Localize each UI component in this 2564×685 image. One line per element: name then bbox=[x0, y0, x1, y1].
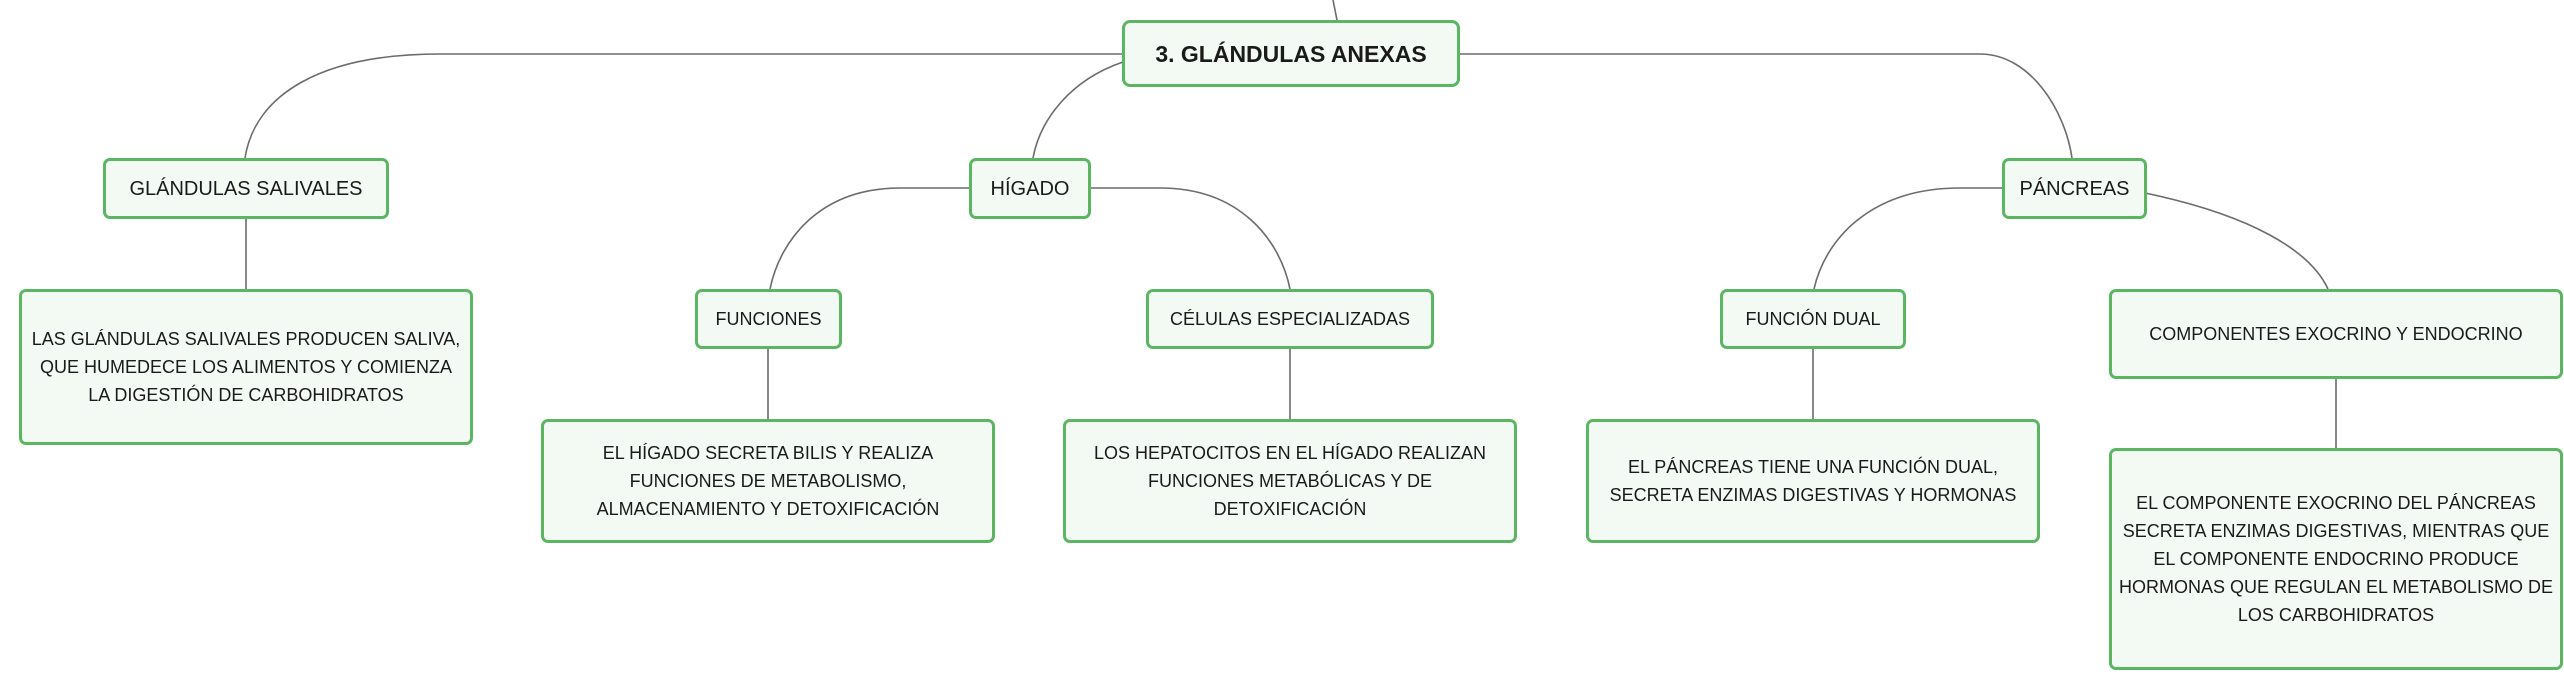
node-celulas-especializadas-label: CÉLULAS ESPECIALIZADAS bbox=[1169, 309, 1411, 329]
node-salivales-detail-text: LAS GLÁNDULAS SALIVALES PRODUCEN SALIVA,… bbox=[31, 329, 461, 405]
node-celulas-especializadas[interactable]: CÉLULAS ESPECIALIZADAS bbox=[1146, 289, 1434, 349]
connector-pancreas-to-dual bbox=[1813, 187, 2003, 290]
root-label: 3. GLÁNDULAS ANEXAS bbox=[1155, 40, 1427, 67]
connector-higado-to-funciones bbox=[769, 187, 970, 290]
node-pancreas[interactable]: PÁNCREAS bbox=[2002, 158, 2147, 219]
connector-higado-to-celulas bbox=[1090, 187, 1291, 290]
node-funcion-dual[interactable]: FUNCIÓN DUAL bbox=[1720, 289, 1906, 349]
connector-root-to-higado bbox=[1032, 61, 1124, 159]
node-funciones-detail-text: EL HÍGADO SECRETA BILIS Y REALIZA FUNCIO… bbox=[596, 443, 940, 519]
node-glandulas-salivales-label: GLÁNDULAS SALIVALES bbox=[129, 177, 363, 200]
node-celulas-detail[interactable]: LOS HEPATOCITOS EN EL HÍGADO REALIZAN FU… bbox=[1063, 419, 1517, 543]
node-glandulas-salivales[interactable]: GLÁNDULAS SALIVALES bbox=[103, 158, 389, 219]
root-node[interactable]: 3. GLÁNDULAS ANEXAS bbox=[1122, 20, 1460, 87]
node-pancreas-label: PÁNCREAS bbox=[2019, 177, 2130, 200]
connector-root-to-salivales bbox=[244, 53, 1123, 159]
node-higado-label: HÍGADO bbox=[990, 177, 1070, 200]
node-componentes-exocrino-endocrino-label: COMPONENTES EXOCRINO Y ENDOCRINO bbox=[2149, 324, 2523, 344]
connector-pancreas-to-componentes bbox=[2144, 192, 2329, 290]
node-componentes-detail[interactable]: EL COMPONENTE EXOCRINO DEL PÁNCREAS SECR… bbox=[2109, 448, 2563, 670]
node-dual-detail[interactable]: EL PÁNCREAS TIENE UNA FUNCIÓN DUAL, SECR… bbox=[1586, 419, 2040, 543]
node-componentes-exocrino-endocrino[interactable]: COMPONENTES EXOCRINO Y ENDOCRINO bbox=[2109, 289, 2563, 379]
node-funciones-label: FUNCIONES bbox=[715, 309, 822, 329]
node-componentes-detail-text: EL COMPONENTE EXOCRINO DEL PÁNCREAS SECR… bbox=[2118, 493, 2554, 625]
connector-root-to-pancreas bbox=[1460, 53, 2073, 159]
node-funcion-dual-label: FUNCIÓN DUAL bbox=[1745, 309, 1881, 329]
node-celulas-detail-text: LOS HEPATOCITOS EN EL HÍGADO REALIZAN FU… bbox=[1093, 443, 1487, 519]
node-funciones-detail[interactable]: EL HÍGADO SECRETA BILIS Y REALIZA FUNCIO… bbox=[541, 419, 995, 543]
node-dual-detail-text: EL PÁNCREAS TIENE UNA FUNCIÓN DUAL, SECR… bbox=[1609, 457, 2017, 505]
node-higado[interactable]: HÍGADO bbox=[969, 158, 1091, 219]
node-salivales-detail[interactable]: LAS GLÁNDULAS SALIVALES PRODUCEN SALIVA,… bbox=[19, 289, 473, 445]
connector-parent-to-root bbox=[1332, 0, 1338, 21]
node-funciones[interactable]: FUNCIONES bbox=[695, 289, 842, 349]
